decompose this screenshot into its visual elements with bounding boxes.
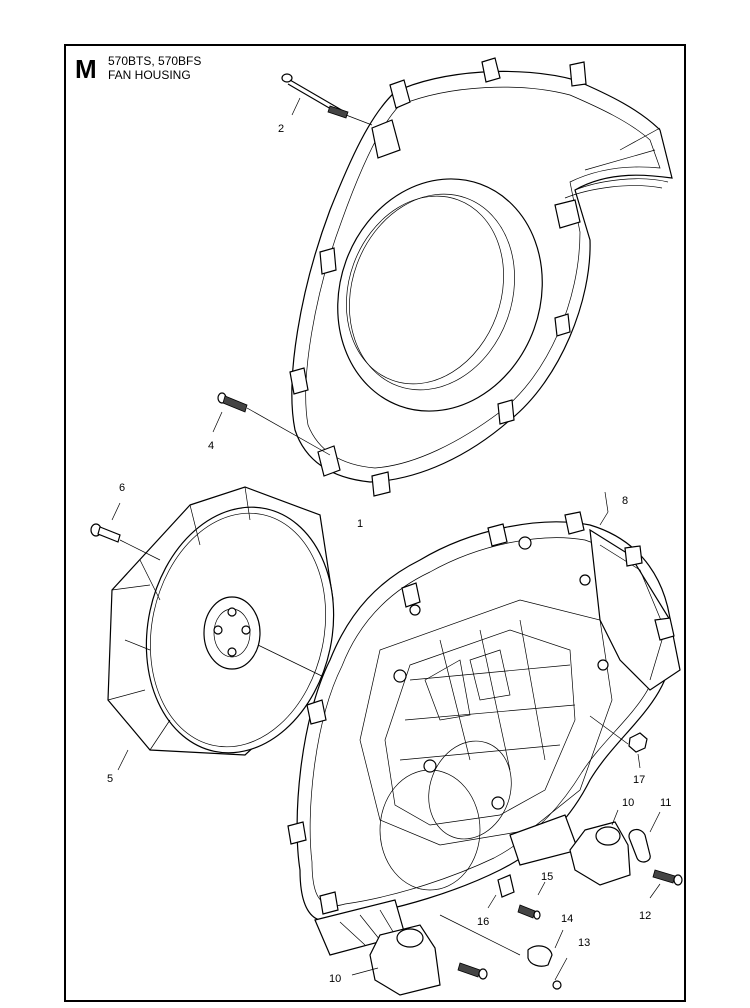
callout-labels: 1 2 4 5 6 8 10 10 11 12 13 14 15 16 17 bbox=[107, 123, 671, 985]
callout-14: 14 bbox=[561, 913, 573, 925]
clip-screw bbox=[517, 881, 546, 920]
callout-12: 12 bbox=[639, 910, 651, 922]
mount-bracket-right bbox=[569, 809, 631, 886]
callout-2: 2 bbox=[278, 123, 284, 135]
model-numbers: 570BTS, 570BFS bbox=[108, 54, 202, 68]
callout-8: 8 bbox=[622, 495, 628, 507]
callout-1: 1 bbox=[357, 518, 363, 530]
section-title: FAN HOUSING bbox=[108, 68, 191, 82]
callout-11: 11 bbox=[660, 797, 671, 809]
long-screw bbox=[281, 73, 373, 126]
nut bbox=[589, 715, 648, 769]
bracket-screw-lower bbox=[457, 957, 568, 990]
callout-4: 4 bbox=[208, 440, 214, 452]
fan-housing-cover bbox=[289, 57, 673, 497]
callout-16: 16 bbox=[477, 916, 489, 928]
small-clamp bbox=[439, 914, 564, 967]
short-screw bbox=[212, 392, 331, 456]
callout-6: 6 bbox=[119, 482, 125, 494]
callout-10a: 10 bbox=[622, 797, 634, 809]
impeller-bolt bbox=[90, 502, 161, 561]
clamp bbox=[628, 811, 661, 863]
drawing-frame bbox=[64, 44, 686, 1002]
callout-17: 17 bbox=[633, 774, 645, 786]
fan-impeller bbox=[107, 486, 335, 771]
mount-bracket-left bbox=[351, 924, 441, 996]
callout-5: 5 bbox=[107, 773, 113, 785]
rear-fan-housing bbox=[287, 491, 681, 956]
clamp-screw bbox=[649, 869, 683, 899]
callout-15: 15 bbox=[541, 871, 553, 883]
callout-10b: 10 bbox=[329, 973, 341, 985]
clip bbox=[487, 874, 515, 909]
callout-13: 13 bbox=[578, 937, 590, 949]
section-letter: M bbox=[75, 54, 97, 84]
